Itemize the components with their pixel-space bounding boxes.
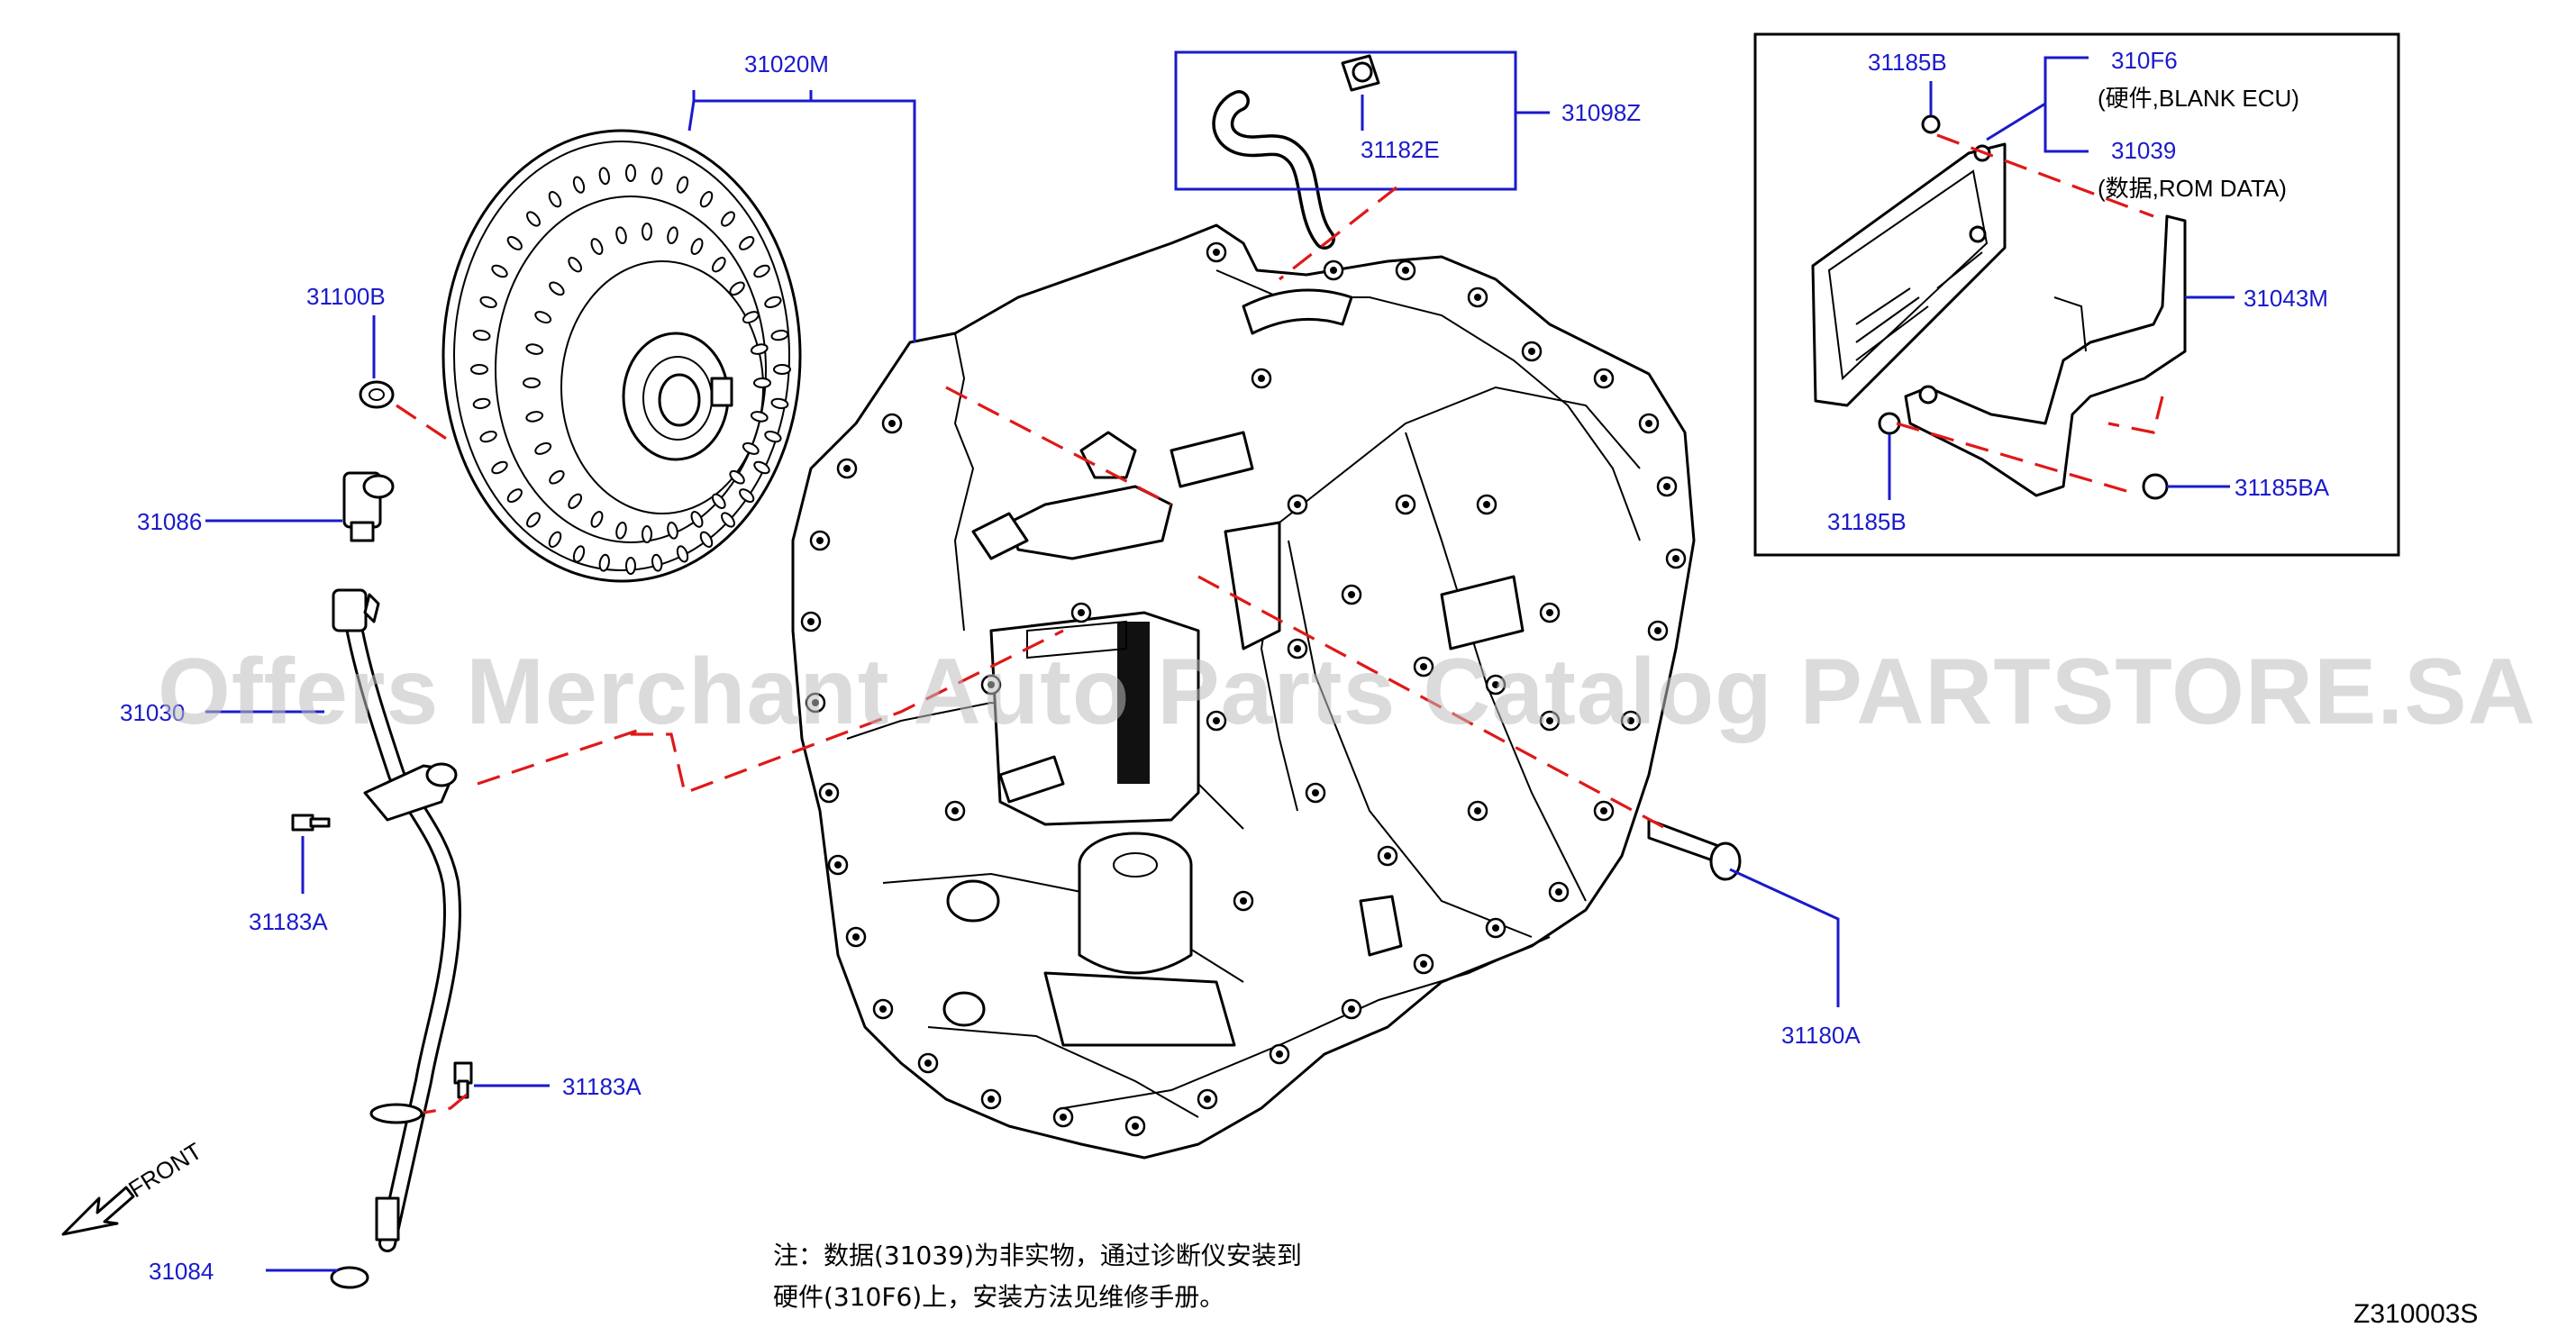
- callout-31039-description: (数据,ROM DATA): [2098, 175, 2287, 202]
- hose-part: [1212, 54, 1380, 250]
- transaxle-assembly-part: [791, 223, 1696, 1160]
- callout-31020M[interactable]: 31020M: [744, 50, 829, 77]
- diagram-code: Z310003S: [2353, 1299, 2478, 1329]
- dipstick-tube-part: [332, 588, 461, 1252]
- nut-part: [2142, 473, 2169, 500]
- sensor-part: [342, 471, 395, 542]
- callout-31039[interactable]: 31039: [2111, 137, 2176, 164]
- callout-31084[interactable]: 31084: [149, 1258, 214, 1285]
- callout-31098Z[interactable]: 31098Z: [1561, 99, 1641, 126]
- nut-part: [1921, 114, 1941, 134]
- front-arrow-icon: [61, 1186, 135, 1236]
- callout-310F6[interactable]: 310F6: [2111, 47, 2178, 74]
- front-label: FRONT: [123, 1137, 206, 1203]
- callout-31180A[interactable]: 31180A: [1781, 1022, 1861, 1049]
- callout-31043M[interactable]: 31043M: [2244, 285, 2328, 312]
- note-line-1: 注：数据(31039)为非实物，通过诊断仪安装到: [773, 1241, 1302, 1270]
- ecu-bracket-part: [1904, 214, 2187, 497]
- callout-31030[interactable]: 31030: [120, 699, 185, 726]
- watermark: Offers Merchant Auto Parts Catalog PARTS…: [158, 640, 2536, 744]
- callout-31086[interactable]: 31086: [137, 508, 202, 535]
- callout-31185B-lower[interactable]: 31185B: [1827, 508, 1907, 535]
- dashed-leaders: [396, 133, 2164, 1114]
- callout-leaders: [205, 56, 2235, 1272]
- note-line-2: 硬件(310F6)上，安装方法见维修手册。: [773, 1282, 1224, 1312]
- callout-31182E[interactable]: 31182E: [1361, 136, 1440, 163]
- hose-kit-box: [1174, 50, 1517, 191]
- bolt-part: [1647, 818, 1742, 881]
- ecu-inset-box: [1753, 32, 2400, 557]
- washer-part: [359, 380, 395, 409]
- callout-31183A-lower[interactable]: 31183A: [562, 1073, 642, 1100]
- o-ring-part: [330, 1266, 369, 1289]
- callout-31183A-upper[interactable]: 31183A: [249, 908, 328, 935]
- bolt-part: [291, 814, 331, 832]
- bolt-part: [453, 1061, 473, 1099]
- ecu-part: [1811, 142, 2007, 407]
- nut-part: [1878, 412, 1901, 435]
- callout-31185B-upper[interactable]: 31185B: [1868, 49, 1947, 76]
- torque-converter-part: [441, 129, 802, 583]
- callout-31185BA[interactable]: 31185BA: [2235, 474, 2330, 501]
- callout-31100B[interactable]: 31100B: [306, 283, 386, 310]
- callout-310F6-description: (硬件,BLANK ECU): [2098, 85, 2299, 112]
